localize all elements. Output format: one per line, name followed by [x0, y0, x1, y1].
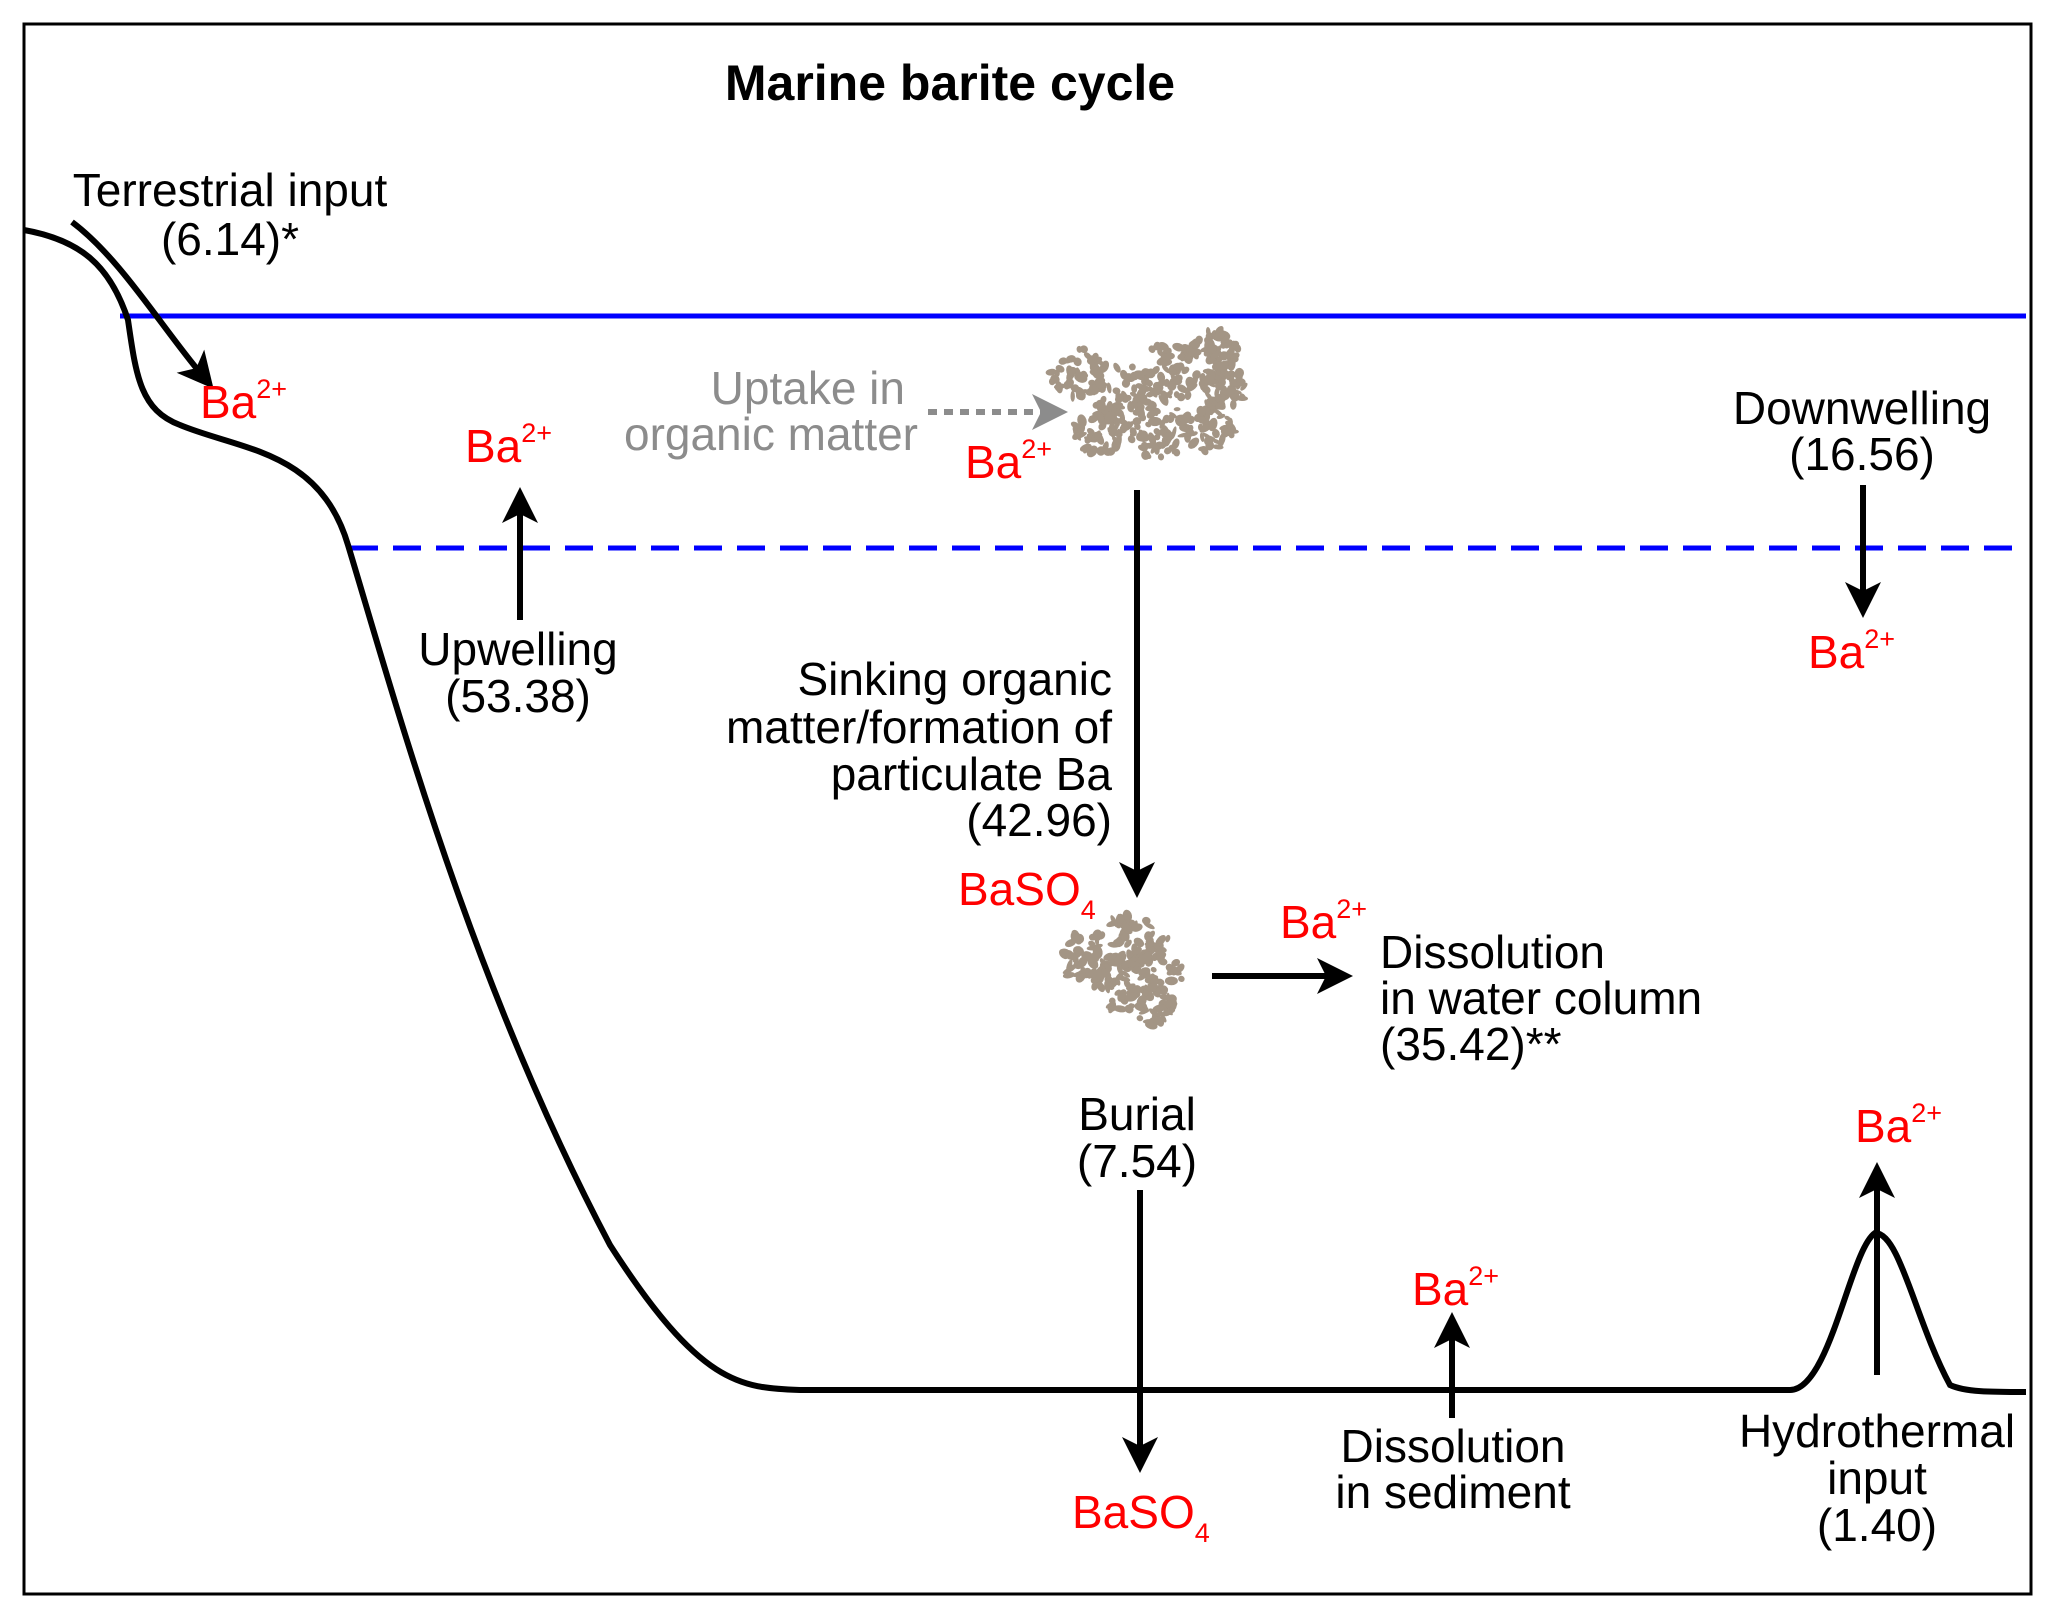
- dissolution-sediment-label-line2: in sediment: [1335, 1466, 1570, 1518]
- barite-particle-cluster-icon: [1045, 326, 1248, 461]
- terrestrial-input-label: Terrestrial input: [73, 164, 388, 216]
- barite-particle-cluster-icon: [1059, 909, 1185, 1030]
- baso4-water-column: BaSO4: [958, 863, 1096, 925]
- burial-label: Burial: [1078, 1088, 1196, 1140]
- dissolution-water-label-line1: Dissolution: [1380, 926, 1605, 978]
- hydrothermal-label-line1: Hydrothermal: [1739, 1405, 2015, 1457]
- ba-ion-downwelling: Ba2+: [1808, 624, 1895, 678]
- terrestrial-input-arrow: [70, 219, 214, 389]
- ba-ion-hydrothermal: Ba2+: [1855, 1098, 1942, 1152]
- sinking-label-line3: particulate Ba: [831, 748, 1113, 800]
- dissolution-water-value: (35.42)**: [1380, 1018, 1562, 1070]
- ba-ion-upwelling: Ba2+: [465, 418, 552, 472]
- sinking-value: (42.96): [966, 794, 1112, 846]
- hydrothermal-label-line2: input: [1827, 1452, 1927, 1504]
- upwelling-label: Upwelling: [418, 623, 617, 675]
- uptake-label-line2: organic matter: [624, 408, 918, 460]
- ba-ion-uptake: Ba2+: [965, 434, 1052, 488]
- upwelling-value: (53.38): [445, 670, 591, 722]
- ba-ion-dissolution-sediment: Ba2+: [1412, 1261, 1499, 1315]
- terrestrial-input-value: (6.14)*: [161, 213, 299, 265]
- diagram-title: Marine barite cycle: [725, 55, 1175, 111]
- dissolution-sediment-label-line1: Dissolution: [1341, 1420, 1566, 1472]
- ba-ion-dissolution-water: Ba2+: [1280, 894, 1367, 948]
- diagram-frame: [22, 22, 2033, 1596]
- dissolution-water-label-line2: in water column: [1380, 972, 1702, 1024]
- burial-value: (7.54): [1077, 1135, 1197, 1187]
- sinking-label-line2: matter/formation of: [726, 701, 1112, 753]
- hydrothermal-value: (1.40): [1817, 1499, 1937, 1551]
- ba-ion-terrestrial: Ba2+: [200, 374, 287, 428]
- sinking-label-line1: Sinking organic: [797, 653, 1112, 705]
- downwelling-label: Downwelling: [1733, 382, 1991, 434]
- baso4-sediment: BaSO4: [1072, 1486, 1210, 1548]
- seafloor-profile: [23, 227, 2027, 1395]
- downwelling-value: (16.56): [1789, 428, 1935, 480]
- uptake-label: Uptake in: [711, 362, 905, 414]
